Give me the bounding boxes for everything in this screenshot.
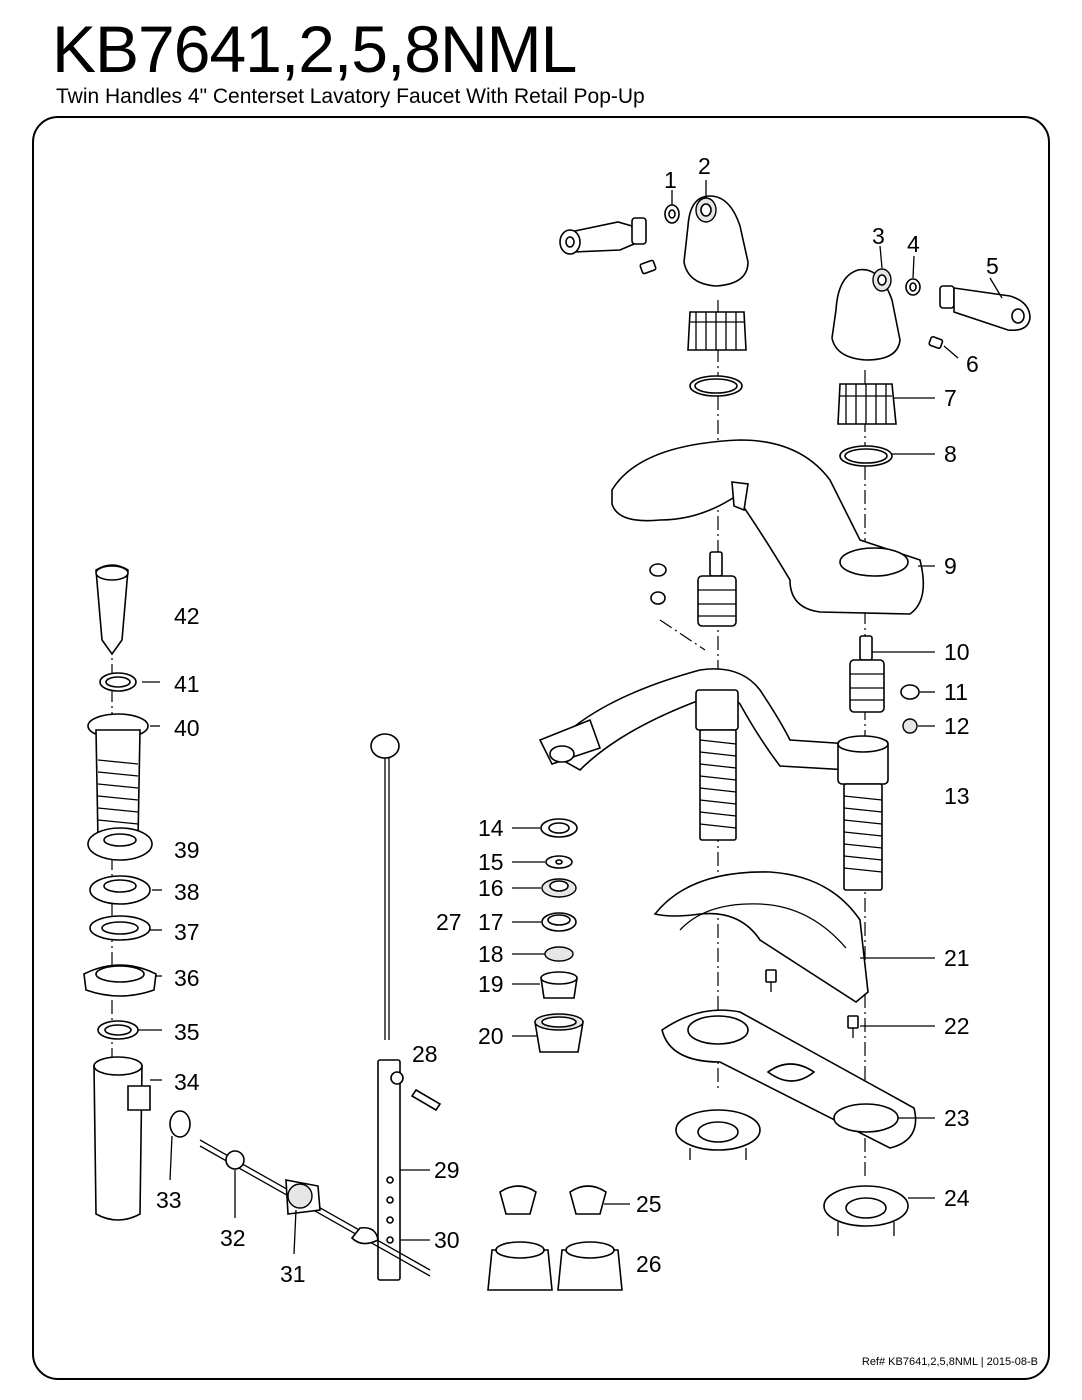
callout-11: 11 (944, 679, 968, 705)
supply-nuts-and-ferrules (487, 1185, 623, 1291)
callout-39: 39 (174, 837, 200, 863)
callout-18: 18 (478, 941, 504, 967)
callout-22: 22 (944, 1013, 970, 1039)
callout-21: 21 (944, 945, 970, 971)
callout-26: 26 (636, 1251, 662, 1277)
product-description: Twin Handles 4" Centerset Lavatory Fauce… (56, 85, 645, 108)
callout-38: 38 (174, 879, 200, 905)
model-title: KB7641,2,5,8NML (52, 12, 577, 86)
callout-29: 29 (434, 1157, 460, 1183)
bonnets-and-o-rings (687, 311, 897, 467)
callout-41: 41 (174, 671, 200, 697)
callout-34: 34 (174, 1069, 200, 1095)
callout-15: 15 (478, 849, 504, 875)
callout-25: 25 (636, 1191, 662, 1217)
lift-rod-assembly (199, 733, 442, 1281)
callout-27: 27 (436, 909, 462, 935)
callout-32: 32 (220, 1225, 246, 1251)
waterway-and-shanks (538, 668, 889, 891)
callout-2: 2 (698, 153, 711, 179)
reference-code: Ref# KB7641,2,5,8NML | 2015-08-B (861, 1356, 1038, 1368)
callout-9: 9 (944, 553, 957, 579)
callout-33: 33 (156, 1187, 182, 1213)
callout-4: 4 (907, 231, 920, 257)
callout-42: 42 (174, 603, 200, 629)
callout-7: 7 (944, 385, 957, 411)
callout-1: 1 (664, 167, 677, 193)
callout-13: 13 (944, 783, 970, 809)
leader-lines (138, 180, 1003, 1255)
callout-30: 30 (434, 1227, 460, 1253)
diagram-frame (32, 116, 1050, 1380)
right-handle-assembly (831, 268, 1031, 361)
callout-3: 3 (872, 223, 885, 249)
callout-19: 19 (478, 971, 504, 997)
callout-24: 24 (944, 1185, 970, 1211)
callout-numbers: 1 2 3 4 5 6 7 8 9 10 11 12 13 14 15 16 1… (156, 153, 999, 1287)
callout-6: 6 (966, 351, 979, 377)
valve-cartridges (649, 551, 920, 734)
callout-37: 37 (174, 919, 200, 945)
callout-8: 8 (944, 441, 957, 467)
left-handle-assembly (559, 195, 749, 287)
callout-40: 40 (174, 715, 200, 741)
callout-5: 5 (986, 253, 999, 279)
faucet-spout-body (611, 439, 925, 615)
callout-14: 14 (478, 815, 504, 841)
callout-28: 28 (412, 1041, 438, 1067)
callout-17: 17 (478, 909, 504, 935)
pop-up-drain-assembly (83, 564, 191, 1221)
callout-35: 35 (174, 1019, 200, 1045)
callout-20: 20 (478, 1023, 504, 1049)
callout-10: 10 (944, 639, 970, 665)
callout-31: 31 (280, 1261, 306, 1287)
escutcheon-and-deck-plate (653, 871, 917, 1236)
callout-36: 36 (174, 965, 200, 991)
callout-16: 16 (478, 875, 504, 901)
callout-23: 23 (944, 1105, 970, 1131)
callout-12: 12 (944, 713, 970, 739)
aerator-stack (534, 818, 584, 1053)
